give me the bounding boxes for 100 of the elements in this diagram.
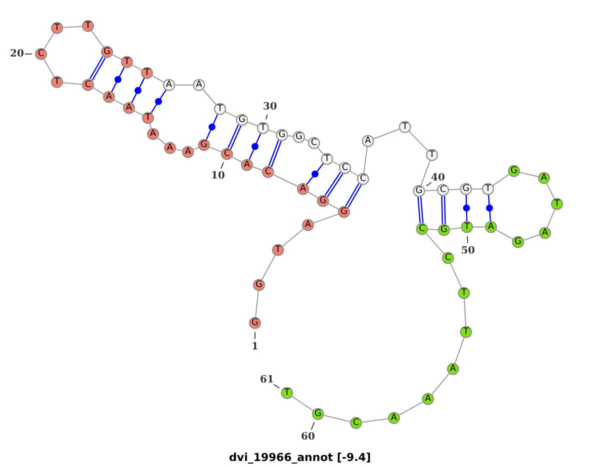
backbone-line [62, 26, 82, 28]
base-letter: A [298, 184, 308, 194]
base-letter: T [123, 57, 131, 67]
backbone-line [426, 232, 444, 254]
position-number: 40 [431, 172, 445, 184]
backbone-line [449, 227, 462, 230]
backbone-line [424, 190, 438, 192]
base-letter: T [274, 245, 282, 255]
base-letter: G [340, 207, 348, 217]
backbone-line [363, 146, 368, 174]
backbone-line [247, 122, 258, 126]
base-letter: C [444, 253, 452, 263]
base-letter: A [104, 92, 114, 102]
base-letter: T [143, 68, 151, 78]
base-pair-line [89, 56, 106, 81]
backbone-line [268, 130, 277, 134]
base-letter: C [84, 80, 92, 90]
base-letter: A [164, 80, 174, 90]
backbone-line [291, 396, 314, 412]
backbone-line [492, 174, 510, 186]
backbone-line [91, 30, 104, 48]
base-pair-line [111, 67, 125, 92]
backbone-line [328, 203, 340, 210]
position-number: 10 [211, 170, 225, 182]
backbone-line [252, 166, 263, 171]
base-letter: G [238, 115, 246, 125]
backbone-line [428, 228, 438, 230]
base-letter: T [53, 77, 61, 87]
backbone-line [174, 84, 194, 86]
position-number: 30 [263, 102, 277, 112]
base-letter: A [390, 413, 398, 423]
backbone-line [546, 182, 555, 200]
base-letter: G [414, 186, 424, 196]
base-letter: T [553, 199, 561, 209]
backbone-line [398, 401, 424, 416]
backbone-line [408, 130, 428, 152]
position-number: 50 [461, 246, 475, 256]
base-letter: C [222, 149, 232, 159]
position-number: 20 [10, 48, 24, 60]
base-letter: T [283, 388, 291, 398]
base-letter: T [84, 21, 92, 31]
base-letter: T [53, 23, 61, 33]
base-letter: T [463, 222, 471, 232]
base-letter: G [102, 47, 112, 57]
backbone-line [282, 228, 304, 247]
backbone-line [193, 146, 199, 150]
base-letter: C [438, 185, 448, 195]
base-letter: G [278, 130, 286, 140]
backbone-line [519, 172, 539, 178]
base-letter: T [428, 150, 436, 160]
base-pair-line [463, 194, 470, 222]
base-pair-line [441, 196, 446, 224]
backbone-line [464, 298, 466, 326]
backbone-line [454, 337, 464, 364]
base-pair-line [228, 124, 242, 150]
base-letter: A [148, 129, 158, 139]
base-pair-line [486, 194, 493, 222]
base-letter: T [484, 184, 492, 194]
backbone-line [62, 82, 83, 85]
base-letter: G [510, 166, 518, 176]
backbone-line [373, 128, 400, 140]
backbone-line [496, 229, 514, 240]
base-pair-line [345, 183, 362, 208]
base-letter: T [216, 104, 224, 114]
base-pair-line [248, 133, 262, 160]
backbone-line [350, 170, 358, 176]
position-number: 1 [252, 342, 258, 352]
base-letter: T [462, 327, 470, 337]
base-letter: A [184, 147, 192, 157]
base-letter: A [194, 80, 204, 90]
base-pair-line [150, 90, 166, 114]
backbone-line [323, 414, 351, 422]
base-letter: A [242, 160, 252, 170]
base-letter: G [294, 132, 304, 142]
backbone-line [287, 135, 294, 137]
backbone-line [149, 123, 152, 129]
base-letter: A [540, 228, 550, 238]
backbone-line [134, 110, 144, 116]
base-letter: G [462, 184, 470, 194]
backbone-line [232, 156, 242, 163]
backbone-line [448, 188, 460, 190]
base-pair-line [131, 78, 145, 103]
backbone-line [272, 174, 298, 187]
base-letter: A [540, 173, 548, 183]
backbone-line [152, 75, 164, 83]
base-letter: C [352, 418, 360, 428]
backbone-line [546, 209, 556, 228]
base-letter: C [264, 167, 272, 177]
position-number: 61 [260, 374, 274, 386]
base-pair-line [268, 140, 282, 168]
base-letter: A [486, 222, 496, 232]
base-letter: T [401, 122, 409, 132]
base-letter: C [358, 174, 368, 184]
base-letter: A [304, 220, 312, 230]
caption: dvi_19966_annot [-9.4] [228, 451, 372, 464]
backbone-line [420, 160, 430, 186]
backbone-line [112, 54, 122, 60]
backbone-line [224, 111, 238, 118]
backbone-line [157, 137, 166, 145]
position-number: 60 [301, 432, 315, 442]
